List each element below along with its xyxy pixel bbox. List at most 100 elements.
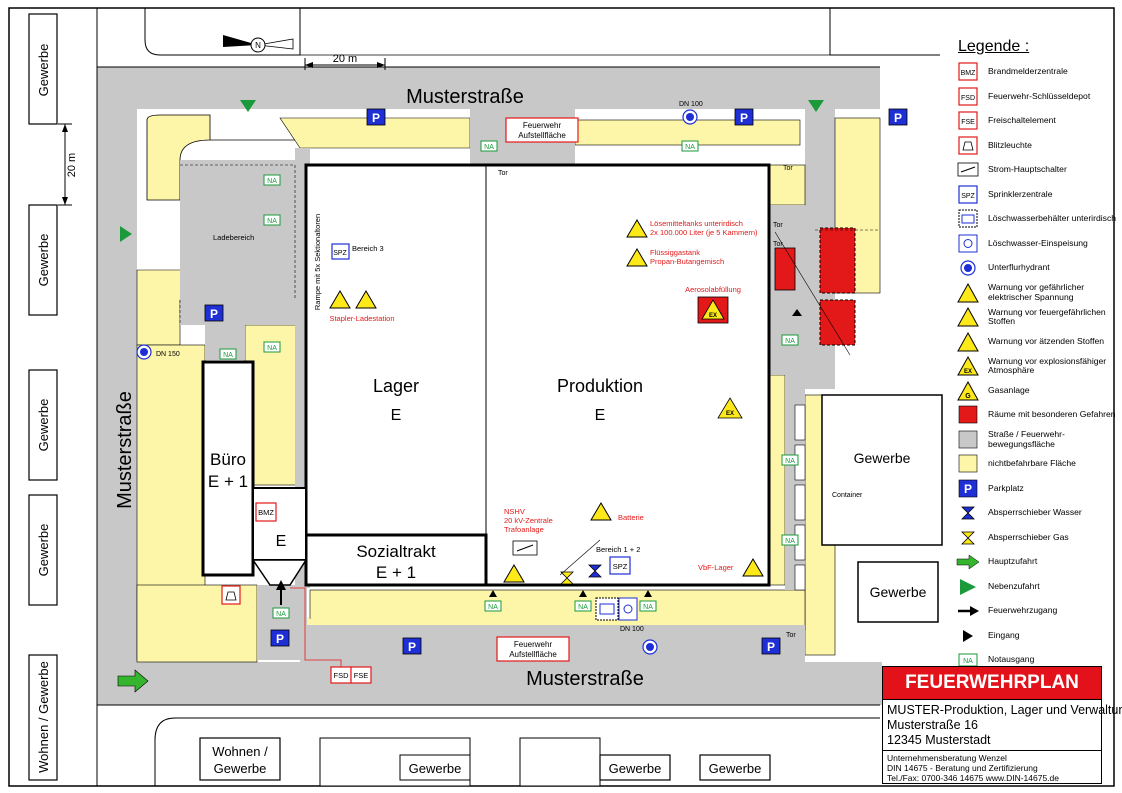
hydrant-icon xyxy=(136,344,152,360)
legend-side-access-icon xyxy=(956,576,980,598)
parking-icon xyxy=(270,629,290,647)
emergency-exit-sign xyxy=(781,334,799,346)
label-nshv-3: Trafoanlage xyxy=(504,525,544,534)
label-bereich3: Bereich 3 xyxy=(352,244,384,253)
svg-text:Feuerwehr: Feuerwehr xyxy=(523,121,562,130)
legend-item-label: Freischaltelement xyxy=(988,115,1056,126)
svg-text:SPZ: SPZ xyxy=(333,250,347,257)
building-gewerbe-right: Gewerbe xyxy=(854,450,911,466)
neighbor-wohnen-bottom-2: Gewerbe xyxy=(214,761,267,776)
legend-item: Warnung vor feuergefährlichen Stoffen xyxy=(956,306,1116,328)
neighbor-gewerbe-2: Gewerbe xyxy=(36,234,51,287)
legend-parking-icon: P xyxy=(956,478,980,500)
building-gewerbe-right-2: Gewerbe xyxy=(870,584,927,600)
legend-item-label: Warnung vor gefährlicher elektrischer Sp… xyxy=(988,282,1085,302)
side-access-icon xyxy=(120,226,132,242)
svg-text:N: N xyxy=(255,41,261,50)
legend-item-label: Gasanlage xyxy=(988,384,1030,395)
legend-item-label: Strom-Hauptschalter xyxy=(988,164,1067,175)
svg-text:Aufstellfläche: Aufstellfläche xyxy=(518,131,566,140)
horizontal-scale-bar: 20 m xyxy=(304,53,386,70)
label-tor-5: Tor xyxy=(786,632,796,639)
svg-text:NA: NA xyxy=(963,658,973,665)
label-bereich12: Bereich 1 + 2 xyxy=(596,545,640,554)
company-line-3: Tel./Fax: 0700-346 14675 www.DIN-14675.d… xyxy=(887,773,1059,783)
emergency-exit-sign xyxy=(263,341,281,353)
legend-item: Unterflurhydrant xyxy=(956,257,1116,279)
fire-access-arrow-icon xyxy=(276,580,286,605)
address-block: MUSTER-Produktion, Lager und Verwaltung … xyxy=(883,700,1122,751)
emergency-exit-sign xyxy=(781,534,799,546)
neighbor-gewerbe-1: Gewerbe xyxy=(36,44,51,97)
legend-item: Hauptzufahrt xyxy=(956,551,1116,573)
entrance-icon xyxy=(792,309,802,316)
company-line-1: Unternehmensberatung Wenzel xyxy=(887,753,1007,763)
legend-item: Straße / Feuerwehr-bewegungsfläche xyxy=(956,429,1116,451)
warn-explosive-icon-reactor: EX xyxy=(717,397,743,419)
legend-item: Blitzleuchte xyxy=(956,135,1116,157)
parking-icon xyxy=(734,108,754,126)
valve-gas-icon xyxy=(560,571,574,585)
legend-main-access-icon xyxy=(956,551,980,573)
neighbor-gewerbe-4: Gewerbe xyxy=(36,524,51,577)
neighbor-gewerbe-b3: Gewerbe xyxy=(709,761,762,776)
fire-staging-area-top: Feuerwehr Aufstellfläche xyxy=(505,117,579,143)
legend-danger-room-icon xyxy=(956,404,980,426)
svg-text:EX: EX xyxy=(964,369,972,375)
legend-item-label: Blitzleuchte xyxy=(988,139,1032,150)
label-vbf: VbF-Lager xyxy=(698,563,734,572)
legend-hydrant-icon xyxy=(956,257,980,279)
entrance-icon xyxy=(644,590,652,597)
street-left-label: Musterstraße xyxy=(114,391,136,509)
label-fluessiggas-2: Propan-Butangemisch xyxy=(650,257,724,266)
legend-gas-icon: G xyxy=(956,380,980,402)
legend-item: Löschwasser-Einspeisung xyxy=(956,233,1116,255)
address-line-1: MUSTER-Produktion, Lager und Verwaltung xyxy=(887,703,1122,717)
parking-icon xyxy=(204,304,224,322)
water-tank-icon xyxy=(595,597,619,621)
svg-text:SPZ: SPZ xyxy=(613,562,628,571)
neighbor-gewerbe-b2: Gewerbe xyxy=(609,761,662,776)
svg-text:FSE: FSE xyxy=(354,671,369,680)
parking-icon xyxy=(366,108,386,126)
legend-item-label: nichtbefahrbare Fläche xyxy=(988,458,1076,469)
building-produktion-floors: E xyxy=(595,407,606,424)
valve-water-icon xyxy=(588,564,602,578)
label-nshv-2: 20 kV-Zentrale xyxy=(504,516,553,525)
main-switch-icon xyxy=(512,540,538,556)
building-sozialtrakt: Sozialtrakt xyxy=(356,542,436,561)
side-access-icon xyxy=(240,100,256,112)
label-stapler: Stapler-Ladestation xyxy=(329,314,394,323)
label-rampe: Rampe mit 5x Sektionaltoren xyxy=(313,214,322,310)
legend-item: Absperrschieber Gas xyxy=(956,527,1116,549)
label-reaktoren-1: Reaktoren xyxy=(713,421,748,430)
neighbor-gewerbe-b1: Gewerbe xyxy=(409,761,462,776)
legend-item: Löschwasserbehälter unterirdisch xyxy=(956,208,1116,230)
street-top-label: Musterstraße xyxy=(406,86,524,108)
neighbor-wohnen-bottom-1: Wohnen / xyxy=(212,744,268,759)
legend-item-label: Nebenzufahrt xyxy=(988,580,1040,591)
scale-v-label: 20 m xyxy=(66,153,78,177)
svg-text:FSD: FSD xyxy=(961,95,975,102)
street-bottom-label: Musterstraße xyxy=(526,668,644,690)
legend-item-label: Unterflurhydrant xyxy=(988,262,1050,273)
label-aerosol: Aerosolabfüllung xyxy=(685,285,741,294)
legend-flash-light-icon xyxy=(956,135,980,157)
legend-title: Legende : xyxy=(958,38,1030,55)
fire-staging-area-bottom: Feuerwehr Aufstellfläche xyxy=(496,636,570,662)
legend-warn-explosive-icon: EX xyxy=(956,355,980,377)
label-dn100-bottom: DN 100 xyxy=(620,626,644,633)
label-ladebereich: Ladebereich xyxy=(213,233,254,242)
building-buero-floors: E + 1 xyxy=(208,472,248,491)
side-access-icon xyxy=(808,100,824,112)
vertical-scale-bar: 20 m xyxy=(58,123,78,206)
legend-item: Absperrschieber Wasser xyxy=(956,502,1116,524)
fse-sign: FSE xyxy=(350,666,372,684)
plan-title: FEUERWEHRPLAN xyxy=(883,667,1101,700)
legend-fsd-icon: FSD xyxy=(956,86,980,108)
svg-text:G: G xyxy=(965,393,971,400)
building-sozialtrakt-floors: E + 1 xyxy=(376,563,416,582)
legend-item-label: Absperrschieber Wasser xyxy=(988,507,1082,518)
